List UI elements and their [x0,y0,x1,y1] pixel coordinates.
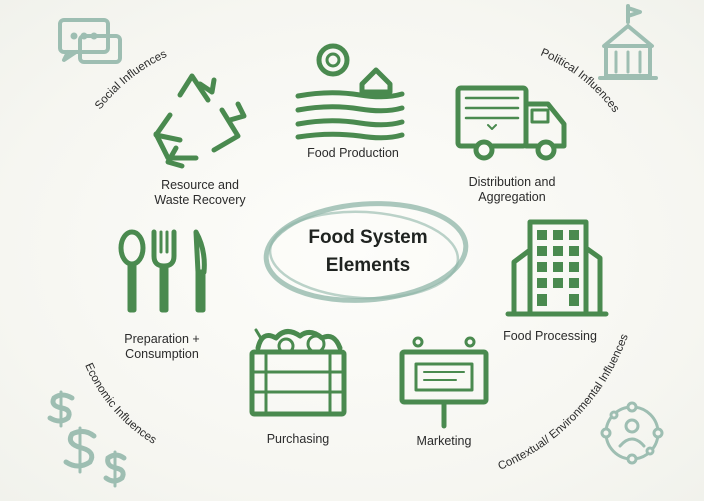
factory-windows [537,230,579,306]
chat-bubbles-icon [58,18,122,64]
distribution-label: Distribution and Aggregation [448,175,576,205]
delivery-truck-icon [455,85,567,161]
recycle-icon [153,73,247,169]
network-person-icon [600,401,664,465]
center-swirl-ring [263,201,469,303]
resource-label-line1: Resource and [161,178,239,192]
billboard-icon [399,336,489,429]
food-processing-label: Food Processing [503,329,597,343]
government-building-icon [598,4,658,80]
preparation-label-line2: Consumption [125,347,199,361]
contextual-influences-label: Contextual/ Environmental Influences [496,332,631,473]
preparation-label-line1: Preparation + [124,332,200,346]
resource-label: Resource and Waste Recovery [140,178,260,208]
distribution-label-line1: Distribution and [468,175,556,189]
purchasing-label: Purchasing [266,432,330,446]
marketing-label: Marketing [416,434,472,448]
farm-field-icon [295,43,405,141]
social-influences-label: Social Influences [93,48,169,112]
utensils-icon [118,229,207,313]
produce-crate-icon [249,328,347,417]
food-production-label: Food Production [307,146,399,160]
center-title-line2: Elements [325,255,411,276]
factory-building-icon [505,219,609,317]
center-title-line1: Food System [308,227,428,248]
dollar-signs-icon [47,390,127,488]
preparation-label: Preparation + Consumption [108,332,216,362]
resource-label-line2: Waste Recovery [154,193,246,207]
center-title: Food System Elements [278,224,458,280]
distribution-label-line2: Aggregation [478,190,546,204]
